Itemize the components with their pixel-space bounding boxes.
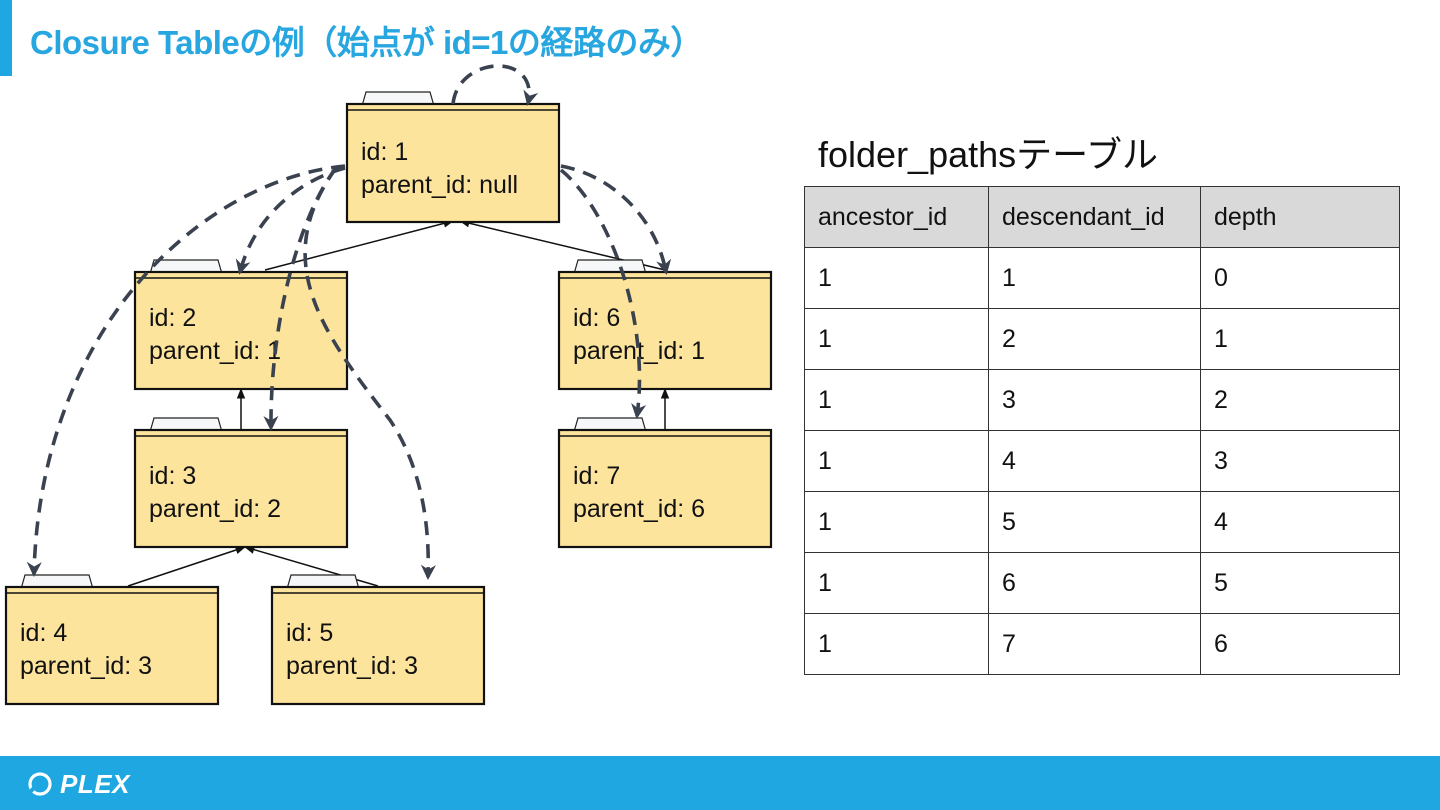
column-header-depth: depth [1200, 186, 1400, 248]
folder-node-7: id: 7 parent_id: 6 [557, 417, 773, 549]
column-header-ancestor: ancestor_id [804, 186, 989, 248]
cell-ancestor: 1 [804, 430, 989, 492]
folder-2-parent: parent_id: 1 [149, 337, 281, 365]
logo-text: PLEX [60, 768, 130, 799]
table-row: 1 1 0 [804, 247, 1400, 309]
folder-node-3: id: 3 parent_id: 2 [133, 417, 349, 549]
folder-node-4: id: 4 parent_id: 3 [4, 574, 220, 706]
folder-3-parent: parent_id: 2 [149, 495, 281, 523]
folder-1-parent: parent_id: null [361, 171, 518, 199]
cell-descendant: 3 [988, 369, 1201, 431]
cell-descendant: 7 [988, 613, 1201, 675]
cell-descendant: 6 [988, 552, 1201, 614]
path-1-to-2 [235, 166, 346, 275]
folder-7-parent: parent_id: 6 [573, 495, 705, 523]
link-4-to-3 [127, 546, 246, 587]
cell-descendant: 4 [988, 430, 1201, 492]
path-1-to-1 [451, 64, 539, 106]
table-row: 1 5 4 [804, 491, 1400, 553]
cell-depth: 0 [1200, 247, 1400, 309]
closure-paths [26, 64, 672, 581]
folder-4-parent: parent_id: 3 [20, 652, 152, 680]
column-header-descendant: descendant_id [988, 186, 1201, 248]
path-1-to-6 [560, 164, 672, 275]
plex-ring-icon [28, 772, 52, 796]
cell-ancestor: 1 [804, 369, 989, 431]
footer-bar: PLEX [0, 756, 1440, 810]
cell-depth: 6 [1200, 613, 1400, 675]
path-1-to-5 [303, 166, 436, 581]
table-header-row: ancestor_id descendant_id depth [804, 186, 1400, 248]
cell-descendant: 1 [988, 247, 1201, 309]
folder-3-id: id: 3 [149, 462, 196, 490]
table-title: folder_pathsテーブル [818, 134, 1158, 175]
cell-depth: 5 [1200, 552, 1400, 614]
cell-depth: 2 [1200, 369, 1400, 431]
path-1-to-7 [559, 168, 647, 419]
table-row: 1 4 3 [804, 430, 1400, 492]
cell-depth: 3 [1200, 430, 1400, 492]
folder-6-id: id: 6 [573, 304, 620, 332]
folder-node-6: id: 6 parent_id: 1 [557, 259, 773, 391]
page-title: Closure Tableの例（始点が id=1の経路のみ） [30, 24, 703, 61]
folder-4-id: id: 4 [20, 619, 67, 647]
folder-node-1: id: 1 parent_id: null [345, 91, 561, 224]
cell-ancestor: 1 [804, 613, 989, 675]
folder-2-id: id: 2 [149, 304, 196, 332]
link-2-to-1 [264, 219, 455, 271]
table-row: 1 7 6 [804, 613, 1400, 675]
path-1-to-4 [26, 164, 346, 578]
table-row: 1 6 5 [804, 552, 1400, 614]
folder-node-2: id: 2 parent_id: 1 [133, 259, 349, 391]
folder-7-id: id: 7 [573, 462, 620, 490]
table-row: 1 3 2 [804, 369, 1400, 431]
folder-5-parent: parent_id: 3 [286, 652, 418, 680]
cell-descendant: 5 [988, 491, 1201, 553]
cell-descendant: 2 [988, 308, 1201, 370]
cell-ancestor: 1 [804, 491, 989, 553]
cell-ancestor: 1 [804, 552, 989, 614]
folder-1-id: id: 1 [361, 138, 408, 166]
folder-node-5: id: 5 parent_id: 3 [270, 574, 486, 706]
cell-depth: 4 [1200, 491, 1400, 553]
cell-ancestor: 1 [804, 308, 989, 370]
folder-5-id: id: 5 [286, 619, 333, 647]
table-row: 1 2 1 [804, 308, 1400, 370]
cell-depth: 1 [1200, 308, 1400, 370]
title-accent-bar [0, 0, 12, 76]
plex-logo: PLEX [26, 768, 130, 799]
cell-ancestor: 1 [804, 247, 989, 309]
folder-paths-table: ancestor_id descendant_id depth 1 1 0 1 … [804, 186, 1400, 675]
